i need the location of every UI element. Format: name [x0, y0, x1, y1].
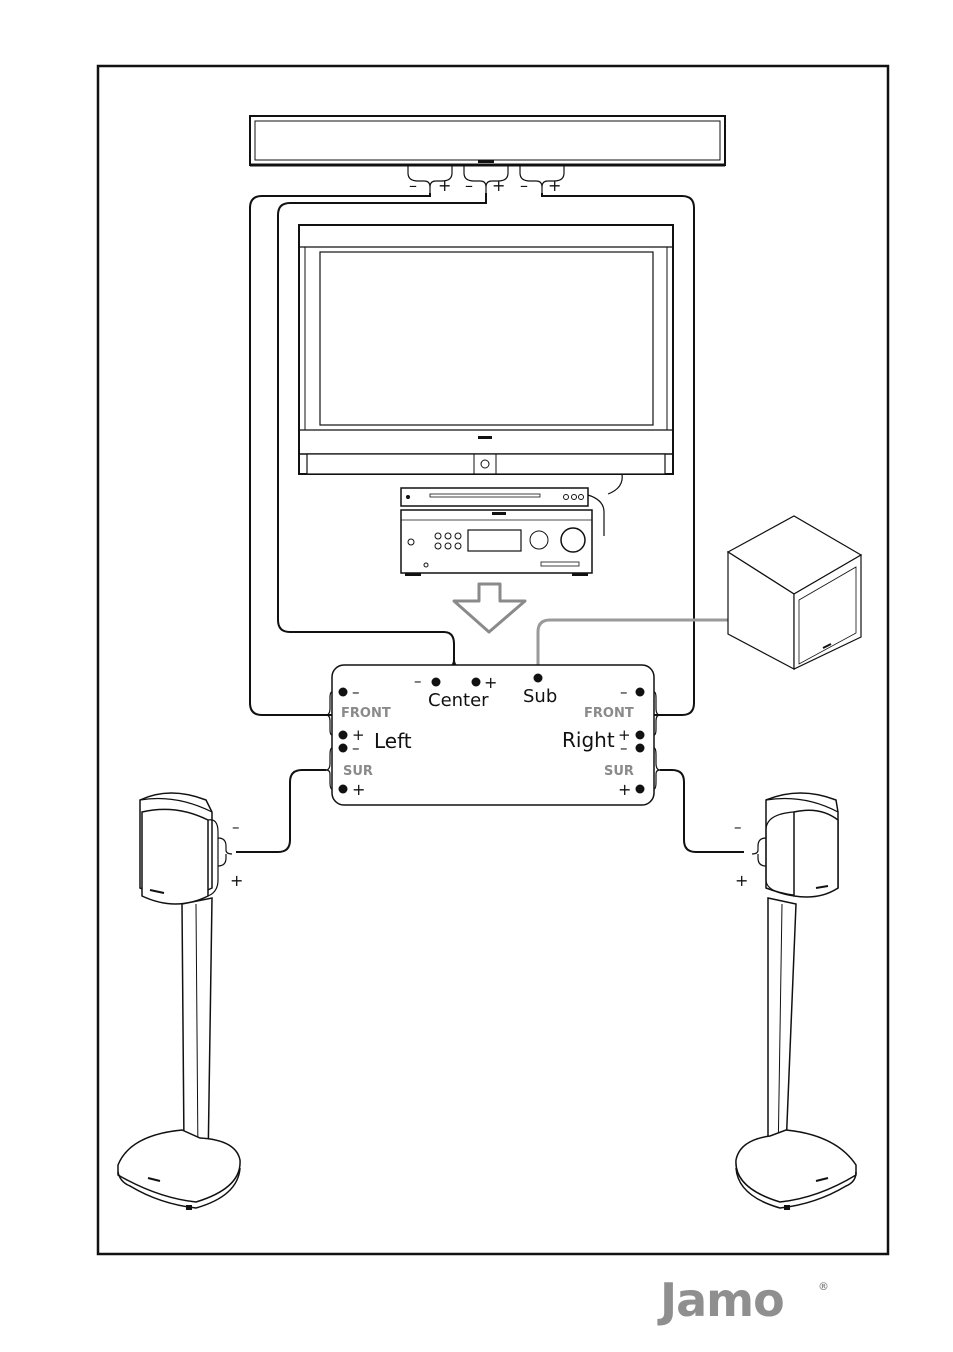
soundbar-terminal-2-plus: +: [492, 176, 505, 195]
left-surround-speaker: [118, 793, 240, 1210]
soundbar-terminal-1-plus: +: [438, 176, 451, 195]
left-speaker-minus: –: [232, 818, 240, 836]
surround-left-minus: –: [352, 739, 360, 757]
soundbar-terminal-2-minus: –: [465, 176, 473, 195]
sub-label: Sub: [523, 686, 557, 707]
front-right-minus: –: [620, 683, 628, 701]
center-minus: –: [414, 672, 422, 690]
right-surround-speaker: [736, 793, 856, 1210]
soundbar-terminal-3-minus: –: [520, 176, 528, 195]
soundbar: [250, 116, 725, 193]
surround-right-plus: +: [618, 780, 631, 799]
front-left-minus: –: [352, 683, 360, 701]
right-speaker-minus: –: [734, 818, 742, 836]
down-arrow-icon: [454, 584, 525, 632]
left-label: Left: [374, 729, 412, 753]
right-speaker-plus: +: [735, 871, 748, 890]
subwoofer: [728, 516, 861, 669]
soundbar-terminal-3-plus: +: [548, 176, 561, 195]
center-label: Center: [428, 690, 489, 711]
right-label: Right: [562, 728, 615, 752]
television: [299, 225, 673, 494]
left-speaker-plus: +: [230, 871, 243, 890]
jamo-logo: Jamo ®: [657, 1273, 829, 1327]
front-right-label: FRONT: [584, 706, 634, 721]
surround-left-plus: +: [352, 780, 365, 799]
surround-right-minus: –: [620, 739, 628, 757]
jamo-logo-text: Jamo: [657, 1273, 784, 1327]
registered-mark: ®: [818, 1280, 829, 1293]
surround-left-label: SUR: [343, 764, 373, 779]
front-left-label: FRONT: [341, 706, 391, 721]
soundbar-terminal-1-minus: –: [409, 176, 417, 195]
surround-right-label: SUR: [604, 764, 634, 779]
av-receiver: [401, 510, 592, 576]
